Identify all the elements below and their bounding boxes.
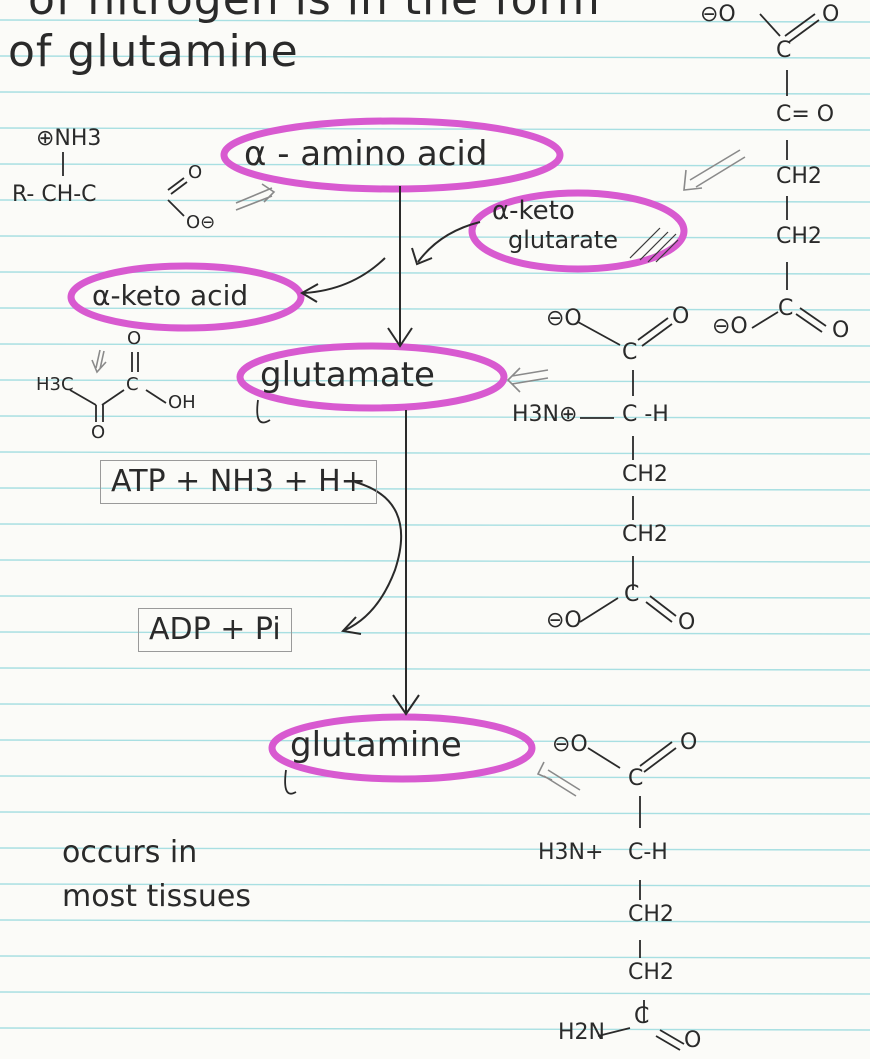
aa-nh3: ⊕NH3 <box>36 126 102 151</box>
rule-line <box>0 235 870 239</box>
ka-o-top: O <box>127 328 142 349</box>
glu-ch2-a: CH2 <box>622 462 668 487</box>
rule-line <box>0 667 870 671</box>
ka-h3c: H3C <box>36 374 74 395</box>
rule-line <box>0 523 870 527</box>
label-glutamate: glutamate <box>260 355 435 395</box>
gln-ch2-b: CH2 <box>628 960 674 985</box>
rule-line <box>0 127 870 131</box>
akg-ch2-a: CH2 <box>776 164 822 189</box>
double-arrows <box>91 149 746 797</box>
glu-ch: C -H <box>622 402 669 427</box>
rule-line <box>0 595 870 599</box>
label-alpha-amino-acid: α - amino acid <box>244 134 488 174</box>
rule-line <box>0 199 870 203</box>
gln-top-c: C <box>628 766 644 791</box>
akg-ch2-b: CH2 <box>776 224 822 249</box>
glu-top-c: C <box>622 340 638 365</box>
ka-c: C <box>126 374 139 395</box>
gln-amide-n: H2N <box>558 1020 605 1045</box>
akg-bottom-o-minus: ⊖O <box>712 314 748 339</box>
glu-bottom-o-minus: ⊖O <box>546 608 582 633</box>
gln-ch2-a: CH2 <box>628 902 674 927</box>
flow-arrows <box>300 186 481 716</box>
glu-bottom-o: O <box>678 610 696 635</box>
akg-o1: O <box>822 2 840 27</box>
oval-glutamate <box>236 342 508 412</box>
atp-box: ATP + NH3 + H+ <box>100 460 377 504</box>
ka-o-bottom: O <box>91 422 106 443</box>
arrow-ketoglutarate-curve <box>417 221 481 263</box>
gln-bottom-o: O <box>684 1028 702 1053</box>
hatch-marks <box>629 227 679 263</box>
rule-line <box>0 19 870 23</box>
akg-bottom-o: O <box>832 318 850 343</box>
rule-line <box>0 163 870 167</box>
gln-ch: C-H <box>628 840 668 865</box>
aa-backbone: R- CH-C <box>12 182 97 207</box>
gln-top-o: O <box>680 730 698 755</box>
rule-line <box>0 487 870 491</box>
rule-line <box>0 919 870 923</box>
rule-line <box>0 307 870 311</box>
akg-c1: C <box>776 38 792 63</box>
rule-line <box>0 739 870 743</box>
label-alpha-ketoglutarate-1: α-keto <box>492 196 575 226</box>
rule-line <box>0 379 870 383</box>
heading-line-1: of nitrogen is in the form <box>28 0 601 22</box>
oval-keto-acid <box>67 262 305 332</box>
rule-line <box>0 811 870 815</box>
rule-line <box>0 1027 870 1031</box>
occurs-line-1: occurs in <box>62 835 198 870</box>
arrow-to-keto-acid <box>303 257 386 294</box>
akg-keto: C= O <box>776 102 835 127</box>
rule-line <box>0 415 870 419</box>
label-alpha-keto-acid: α-keto acid <box>92 279 249 312</box>
gln-bottom-c: C <box>634 1004 650 1029</box>
label-glutamine: glutamine <box>290 725 462 765</box>
rule-line <box>0 955 870 959</box>
aa-o-minus: O⊖ <box>186 212 216 233</box>
aa-o-top: O <box>188 162 203 183</box>
rule-line <box>0 991 870 995</box>
rule-line <box>0 271 870 275</box>
highlight-ovals <box>67 117 688 783</box>
gln-amine: H3N+ <box>538 840 604 865</box>
rule-line <box>0 343 870 347</box>
occurs-line-2: most tissues <box>62 879 251 914</box>
bond-lines <box>62 13 827 1051</box>
rule-line <box>0 883 870 887</box>
glu-bottom-c: C <box>624 582 640 607</box>
ka-oh: OH <box>168 392 196 413</box>
oval-amino-acid <box>220 117 564 193</box>
heading-line-2: of glutamine <box>8 26 299 77</box>
gln-top-o-minus: ⊖O <box>552 732 588 757</box>
glu-amine: H3N⊕ <box>512 402 578 427</box>
rule-line <box>0 631 870 635</box>
arrowhead-glutamine <box>392 694 420 716</box>
glu-ch2-b: CH2 <box>622 522 668 547</box>
glu-top-o-minus: ⊖O <box>546 306 582 331</box>
akg-top-o-minus: ⊖O <box>700 2 736 27</box>
ruled-lines <box>0 19 870 1031</box>
oval-ketoglutarate <box>468 189 688 273</box>
oval-glutamine <box>268 713 536 783</box>
glu-top-o: O <box>672 304 690 329</box>
rule-line <box>0 91 870 95</box>
rule-line <box>0 703 870 707</box>
label-alpha-ketoglutarate-2: glutarate <box>508 226 618 254</box>
akg-bottom-c: C <box>778 296 794 321</box>
arrow-atp-to-adp <box>344 481 403 631</box>
arrowhead-glutamate <box>387 327 413 348</box>
adp-box: ADP + Pi <box>138 608 292 652</box>
rule-line <box>0 559 870 563</box>
rule-line <box>0 847 870 851</box>
rule-line <box>0 55 870 59</box>
rule-line <box>0 451 870 455</box>
